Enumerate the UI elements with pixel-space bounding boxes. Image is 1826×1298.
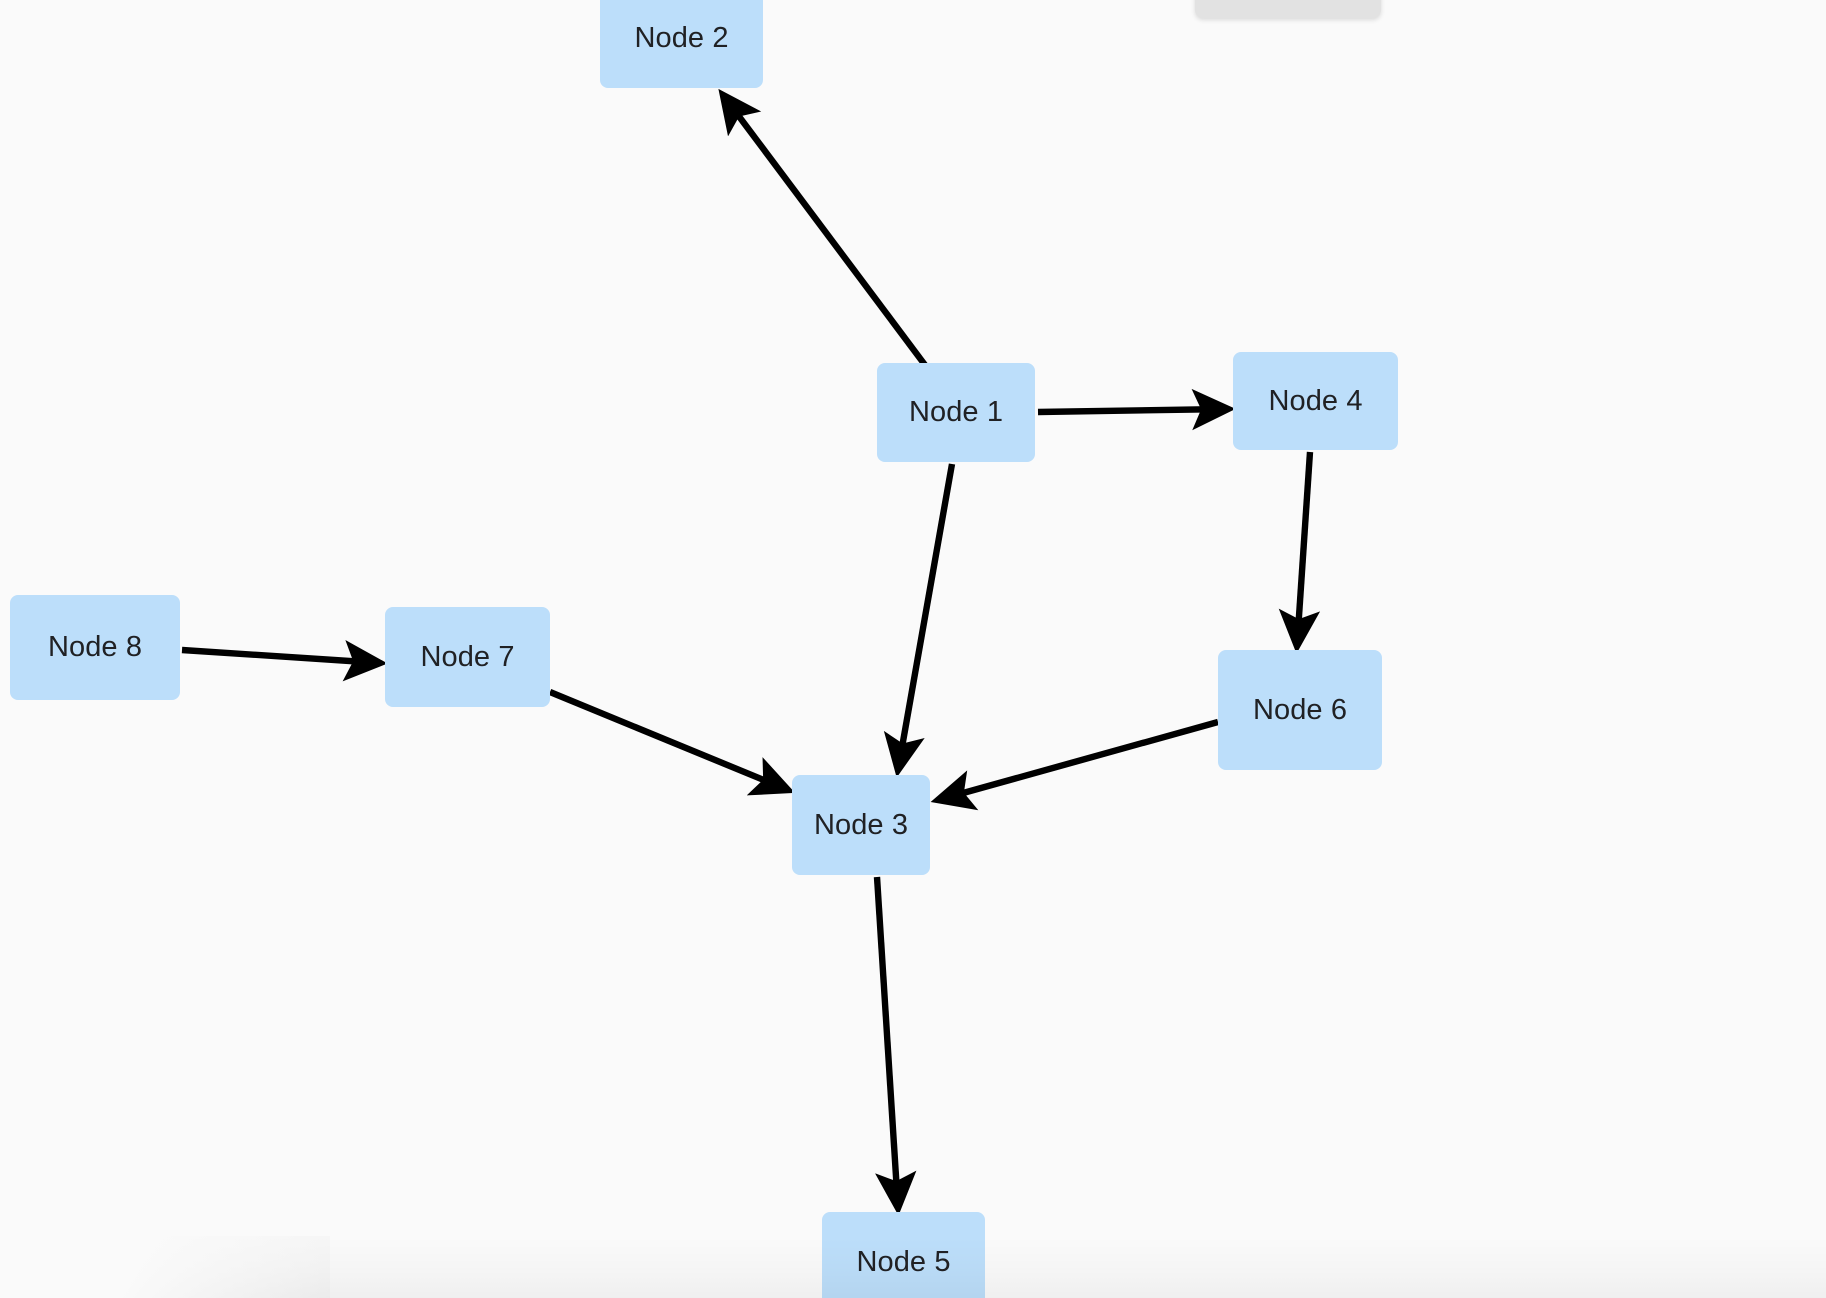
graph-node-node7[interactable]: Node 7 (385, 607, 550, 707)
node-label: Node 4 (1268, 384, 1363, 417)
graph-node-node8[interactable]: Node 8 (10, 595, 180, 700)
graph-node-node6[interactable]: Node 6 (1218, 650, 1382, 770)
clipped-toolbar-chip[interactable] (1195, 0, 1381, 18)
node-label: Node 6 (1252, 693, 1348, 726)
graph-edge-node7-to-node3 (548, 689, 796, 796)
graph-edge-node1-to-node2 (718, 88, 928, 367)
graph-edge-node6-to-node3 (930, 718, 1219, 811)
node-label: Node 3 (813, 808, 909, 841)
graph-node-node5[interactable]: Node 5 (822, 1212, 985, 1298)
node-label: Node 8 (47, 631, 143, 663)
graph-node-node1[interactable]: Node 1 (877, 363, 1035, 462)
graph-edge-node4-to-node6 (1278, 451, 1321, 654)
graph-edge-node3-to-node5 (873, 876, 917, 1216)
graph-edge-node1-to-node4 (1037, 388, 1236, 431)
graph-node-node3[interactable]: Node 3 (792, 775, 930, 875)
node-label: Node 5 (856, 1245, 951, 1278)
node-label: Node 1 (908, 396, 1004, 428)
graph-node-node4[interactable]: Node 4 (1233, 352, 1398, 450)
bottom-left-shadow (0, 1236, 330, 1298)
graph-edge-node1-to-node3 (883, 463, 956, 778)
graph-edge-node8-to-node7 (181, 639, 388, 682)
graph-node-node2[interactable]: Node 2 (600, 0, 763, 88)
node-label: Node 7 (420, 640, 515, 673)
node-label: Node 2 (634, 21, 729, 54)
